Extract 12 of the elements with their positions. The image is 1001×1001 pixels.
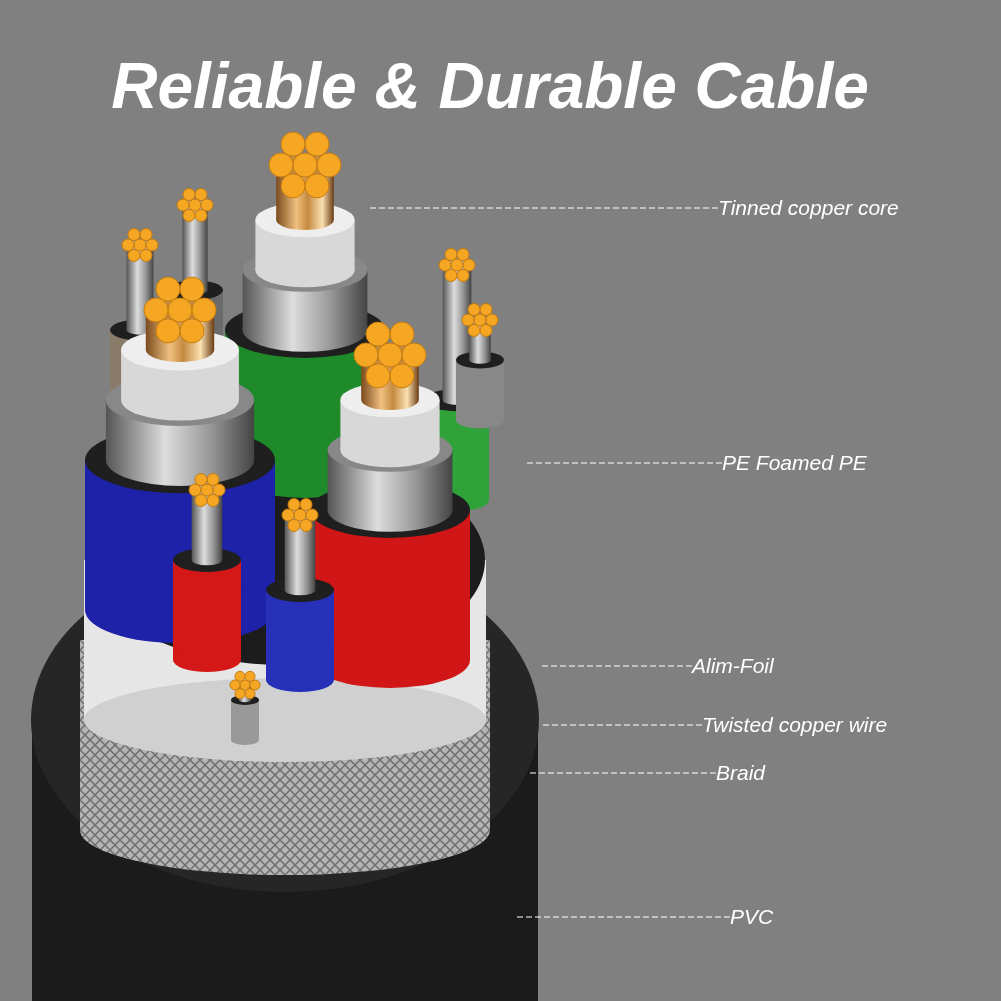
leader-line (514, 916, 731, 918)
leader-line (524, 462, 723, 464)
part-label: Alim-Foil (692, 653, 774, 679)
part-label: PVC (730, 904, 774, 930)
part-label: Braid (716, 760, 766, 786)
part-label: Twisted copper wire (702, 712, 888, 738)
leader-line (369, 207, 719, 209)
part-label: Tinned copper core (718, 195, 899, 221)
leader-line (529, 772, 717, 774)
title: Reliable & Durable Cable (110, 49, 870, 124)
leader-line (539, 665, 693, 667)
part-label: PE Foamed PE (722, 450, 867, 476)
